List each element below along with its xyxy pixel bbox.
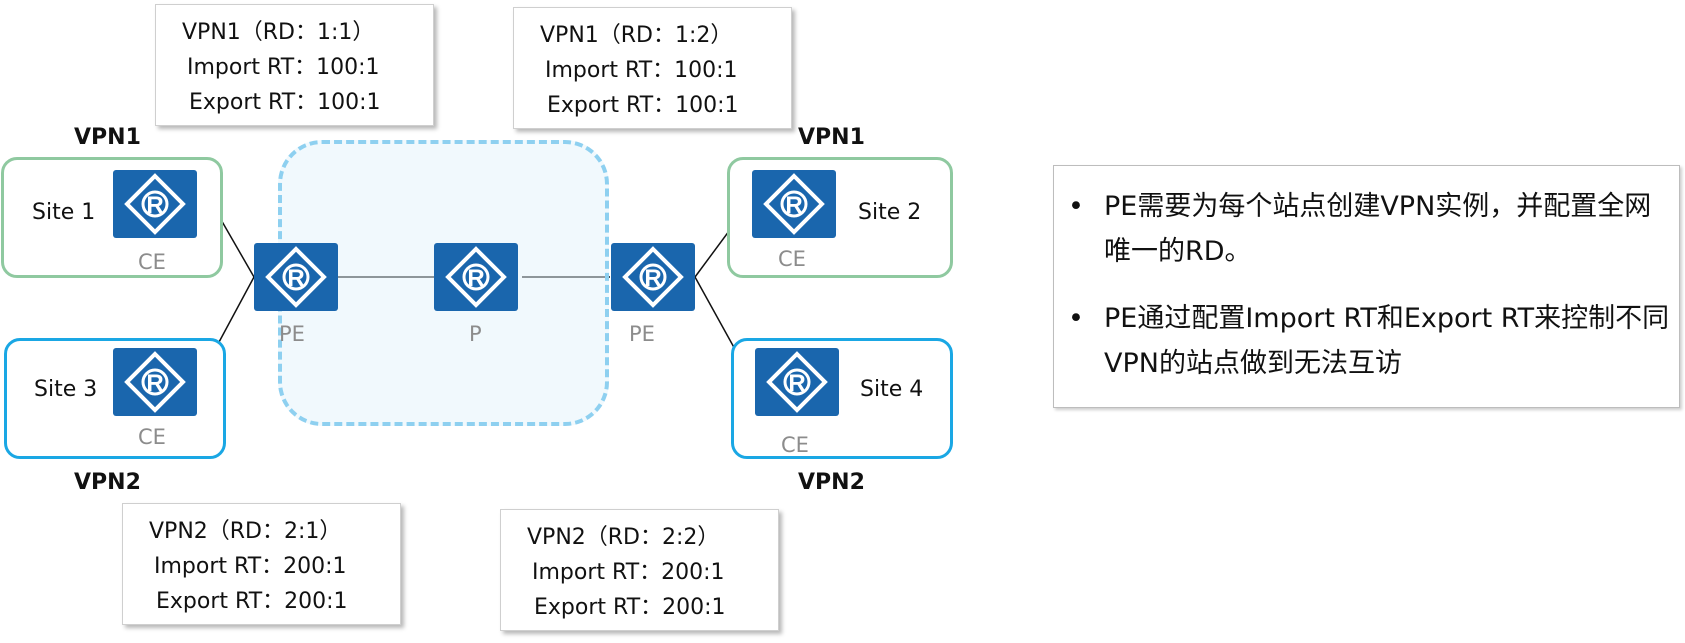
- bullet-icon: •: [1068, 303, 1084, 334]
- svg-text:R: R: [644, 265, 661, 292]
- router-icon: R: [124, 351, 186, 413]
- vpn-label-top-right: VPN1: [798, 125, 865, 150]
- note-text-2: PE通过配置Import RT和Export RT来控制不同VPN的站点做到无法…: [1104, 303, 1670, 379]
- p-label: P: [469, 322, 482, 346]
- svg-text:R: R: [287, 265, 304, 292]
- ce-label-site3: CE: [138, 425, 166, 449]
- router-icon: R: [766, 351, 828, 413]
- pe-router-left: R: [254, 243, 338, 311]
- svg-text:R: R: [788, 370, 805, 397]
- note-text-1: PE需要为每个站点创建VPN实例，并配置全网唯一的RD。: [1104, 191, 1652, 267]
- rd-box-line: Export RT：200:1: [156, 589, 348, 614]
- rd-box-vpn2-right: VPN2（RD：2:2） Import RT：200:1 Export RT：2…: [500, 509, 779, 631]
- router-icon: R: [265, 246, 327, 308]
- router-icon: R: [622, 246, 684, 308]
- svg-text:R: R: [146, 192, 163, 219]
- svg-text:R: R: [785, 192, 802, 219]
- rd-box-line: Import RT：200:1: [154, 554, 347, 579]
- ce-router-site3: R: [113, 348, 197, 416]
- router-icon: R: [445, 246, 507, 308]
- p-router: R: [434, 243, 518, 311]
- rd-box-line: Export RT：100:1: [547, 93, 739, 118]
- rd-box-vpn1-left: VPN1（RD：1:1） Import RT：100:1 Export RT：1…: [155, 4, 434, 126]
- ce-router-site1: R: [113, 170, 197, 238]
- svg-text:R: R: [146, 370, 163, 397]
- rd-box-line: VPN2（RD：2:1）: [149, 519, 342, 544]
- rd-box-line: Import RT：100:1: [187, 55, 380, 80]
- pe-label-left: PE: [279, 322, 305, 346]
- rd-box-line: VPN1（RD：1:1）: [182, 20, 375, 45]
- site-1-label: Site 1: [32, 200, 96, 225]
- site-4-label: Site 4: [860, 377, 924, 402]
- site-2-label: Site 2: [858, 200, 922, 225]
- rd-box-line: Export RT：200:1: [534, 595, 726, 620]
- rd-box-vpn2-left: VPN2（RD：2:1） Import RT：200:1 Export RT：2…: [122, 503, 401, 625]
- vpn-label-bottom-right: VPN2: [798, 470, 865, 495]
- ce-label-site2: CE: [778, 247, 806, 271]
- rd-box-line: Export RT：100:1: [189, 90, 381, 115]
- rd-box-line: Import RT：200:1: [532, 560, 725, 585]
- pe-router-right: R: [611, 243, 695, 311]
- ce-label-site4: CE: [781, 433, 809, 457]
- ce-label-site1: CE: [138, 250, 166, 274]
- rd-box-line: VPN1（RD：1:2）: [540, 23, 733, 48]
- pe-label-right: PE: [629, 322, 655, 346]
- router-icon: R: [763, 173, 825, 235]
- ce-router-site2: R: [752, 170, 836, 238]
- bullet-icon: •: [1068, 191, 1084, 222]
- svg-text:R: R: [467, 265, 484, 292]
- router-icon: R: [124, 173, 186, 235]
- vpn-label-top-left: VPN1: [74, 125, 141, 150]
- vpn-label-bottom-left: VPN2: [74, 470, 141, 495]
- ce-router-site4: R: [755, 348, 839, 416]
- rd-box-line: VPN2（RD：2:2）: [527, 525, 720, 550]
- explanation-note: • PE需要为每个站点创建VPN实例，并配置全网唯一的RD。 • PE通过配置I…: [1053, 165, 1680, 408]
- rd-box-vpn1-right: VPN1（RD：1:2） Import RT：100:1 Export RT：1…: [513, 7, 792, 129]
- site-3-label: Site 3: [34, 377, 98, 402]
- rd-box-line: Import RT：100:1: [545, 58, 738, 83]
